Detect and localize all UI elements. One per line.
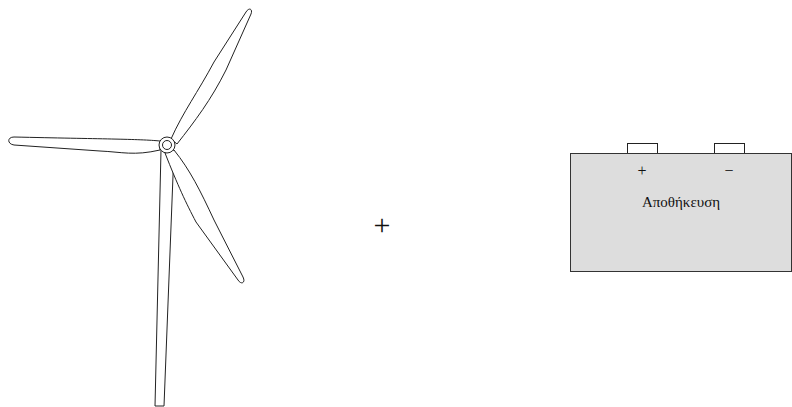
- storage-label: Αποθήκευση: [642, 194, 720, 211]
- turbine-blade: [9, 137, 160, 153]
- storage-battery: Αποθήκευση: [570, 153, 792, 272]
- wind-turbine: [9, 9, 252, 406]
- terminal-sign: +: [637, 163, 646, 179]
- plus-sign: +: [374, 210, 391, 240]
- turbine-tower: [155, 150, 174, 406]
- turbine-hub: [163, 141, 172, 150]
- turbine-blade: [165, 150, 244, 283]
- turbine-blade: [171, 9, 252, 144]
- terminal-sign: −: [724, 163, 733, 179]
- turbine-hub: [159, 137, 175, 153]
